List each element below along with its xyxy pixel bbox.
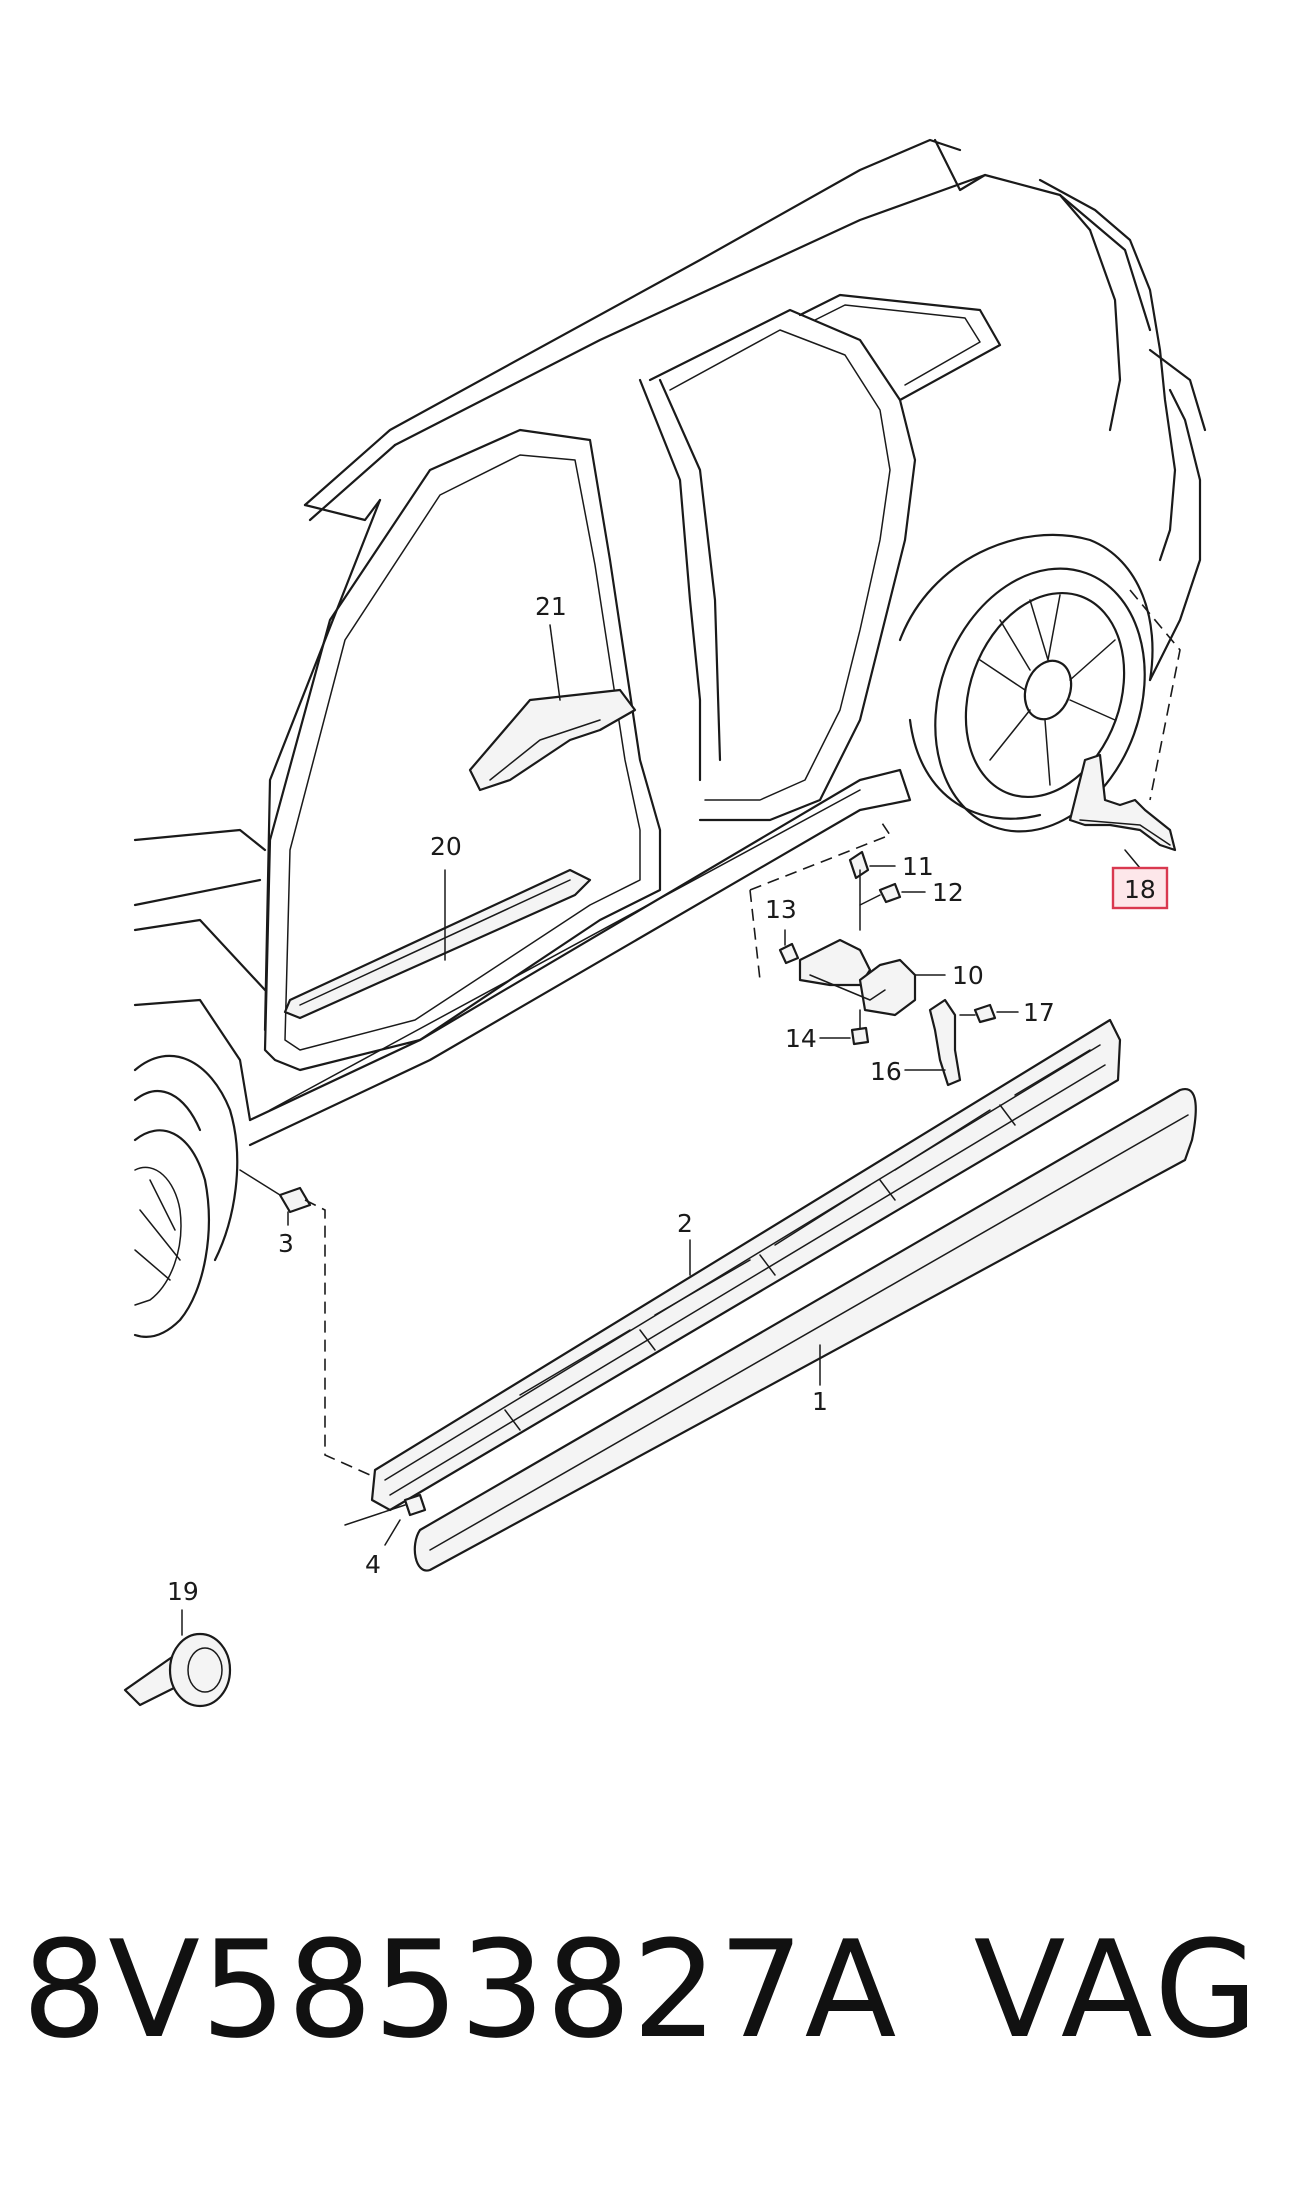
- part-3-stud: 3: [239, 1169, 371, 1476]
- brand-label: VAG: [973, 1912, 1262, 2068]
- callout-13: 13: [765, 895, 797, 924]
- part-18-arch-trim: 18: [1068, 589, 1181, 910]
- callout-10: 10: [952, 961, 984, 990]
- part-20-sill-trim: 20: [283, 832, 592, 1020]
- callout-20: 20: [430, 832, 462, 861]
- callout-19: 19: [167, 1577, 199, 1606]
- callout-2: 2: [677, 1209, 693, 1238]
- part-19-tape-roll: 19: [123, 1577, 232, 1708]
- part-2-sill-carrier: 2: [370, 1018, 1122, 1512]
- callout-3: 3: [278, 1229, 294, 1258]
- highlight-box-18: [1111, 866, 1169, 910]
- callout-18: 18: [1124, 875, 1156, 904]
- exploded-parts-diagram: 21 20 18 11 12 13 10: [123, 138, 1207, 1708]
- callout-17: 17: [1023, 998, 1055, 1027]
- callout-4: 4: [365, 1550, 381, 1579]
- callout-14: 14: [785, 1024, 817, 1053]
- part-4-nut: 4: [344, 1493, 427, 1579]
- callout-21: 21: [535, 592, 567, 621]
- bracket-assembly: 11 12 13 10 14: [749, 819, 984, 1053]
- callout-1: 1: [812, 1387, 828, 1416]
- rear-wheel: [934, 567, 1146, 833]
- callout-16: 16: [870, 1057, 902, 1086]
- car-body-outline: [133, 138, 1207, 1262]
- callout-12: 12: [932, 878, 964, 907]
- part-21-trim: 21: [468, 592, 637, 792]
- part-16-17-clip: 16 17: [870, 998, 1055, 1087]
- callout-11: 11: [902, 852, 934, 881]
- front-wheel: [133, 1129, 210, 1338]
- part-1-sill-cover: 1: [413, 1087, 1197, 1572]
- footer: 8V5853827A VAG: [22, 1910, 1282, 2070]
- part-number: 8V5853827A: [22, 1912, 898, 2068]
